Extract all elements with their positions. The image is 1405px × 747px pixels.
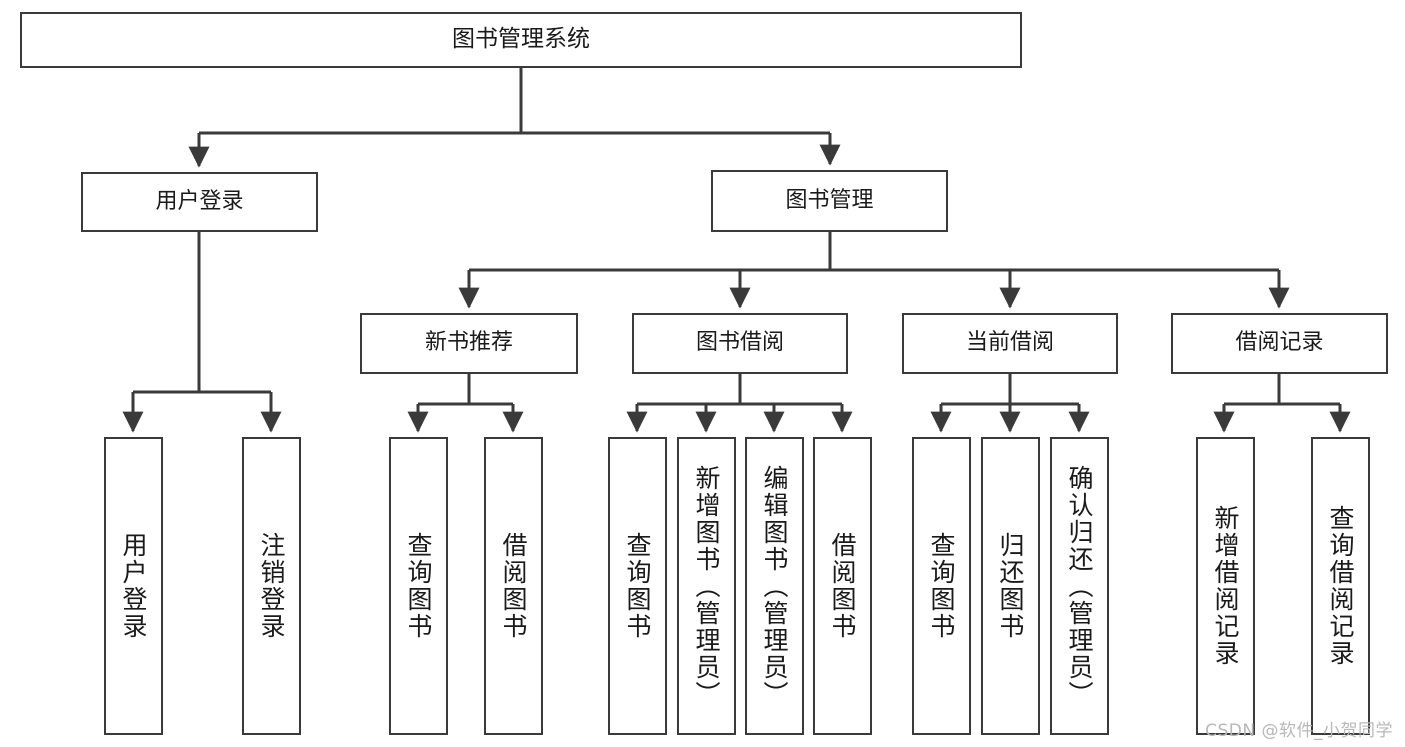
node-leaf-add-record-label: 新增借阅记录 <box>1211 505 1240 667</box>
node-current-borrow[interactable]: 当前借阅 <box>902 313 1118 374</box>
node-leaf-borrow-book-1[interactable]: 借阅图书 <box>484 437 543 735</box>
node-leaf-query-book-3-label: 查询图书 <box>927 532 956 640</box>
node-leaf-logout-login-label: 注销登录 <box>257 532 286 640</box>
node-leaf-user-login-label: 用户登录 <box>119 532 148 640</box>
node-leaf-query-book-2[interactable]: 查询图书 <box>608 437 667 735</box>
node-leaf-return-book-label: 归还图书 <box>996 532 1025 640</box>
node-user-login[interactable]: 用户登录 <box>81 172 318 232</box>
node-leaf-edit-book-label: 编辑图书（管理员） <box>760 464 789 708</box>
node-leaf-query-record-label: 查询借阅记录 <box>1326 505 1355 667</box>
node-leaf-query-book-2-label: 查询图书 <box>623 532 652 640</box>
node-book-borrow[interactable]: 图书借阅 <box>632 313 848 374</box>
node-leaf-edit-book[interactable]: 编辑图书（管理员） <box>745 437 804 735</box>
node-leaf-query-record[interactable]: 查询借阅记录 <box>1311 437 1370 735</box>
node-leaf-query-book-1[interactable]: 查询图书 <box>389 437 448 735</box>
node-book-management-label: 图书管理 <box>785 187 874 213</box>
node-leaf-borrow-book-2-label: 借阅图书 <box>828 532 857 640</box>
node-leaf-query-book-1-label: 查询图书 <box>404 532 433 640</box>
node-user-login-label: 用户登录 <box>155 188 244 214</box>
node-leaf-return-book[interactable]: 归还图书 <box>981 437 1040 735</box>
node-leaf-add-book-label: 新增图书（管理员） <box>692 464 721 708</box>
node-new-book-recommend[interactable]: 新书推荐 <box>360 313 578 374</box>
node-leaf-borrow-book-1-label: 借阅图书 <box>499 532 528 640</box>
node-root[interactable]: 图书管理系统 <box>20 12 1022 68</box>
node-leaf-add-book[interactable]: 新增图书（管理员） <box>677 437 736 735</box>
node-borrow-record-label: 借阅记录 <box>1235 330 1324 356</box>
node-leaf-add-record[interactable]: 新增借阅记录 <box>1196 437 1255 735</box>
node-book-borrow-label: 图书借阅 <box>695 330 784 356</box>
node-leaf-confirm-return-label: 确认归还（管理员） <box>1065 464 1094 708</box>
node-leaf-query-book-3[interactable]: 查询图书 <box>912 437 971 735</box>
node-new-book-recommend-label: 新书推荐 <box>424 330 513 356</box>
node-current-borrow-label: 当前借阅 <box>965 330 1054 356</box>
node-book-management[interactable]: 图书管理 <box>711 170 948 232</box>
node-leaf-logout-login[interactable]: 注销登录 <box>242 437 301 735</box>
node-leaf-user-login[interactable]: 用户登录 <box>104 437 163 735</box>
node-leaf-borrow-book-2[interactable]: 借阅图书 <box>813 437 872 735</box>
node-borrow-record[interactable]: 借阅记录 <box>1171 313 1388 374</box>
node-root-label: 图书管理系统 <box>452 26 590 53</box>
node-leaf-confirm-return[interactable]: 确认归还（管理员） <box>1050 437 1109 735</box>
